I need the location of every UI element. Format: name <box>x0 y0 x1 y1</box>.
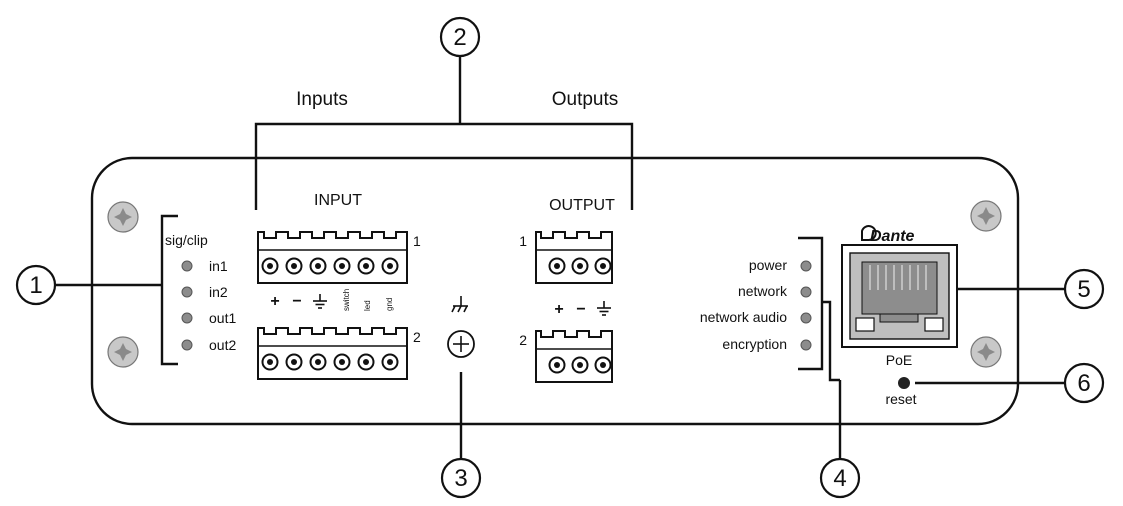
screw-icon <box>107 201 139 233</box>
input-connector-2 <box>257 327 408 380</box>
inputs-label: Inputs <box>296 89 348 110</box>
sig-led-in2: in2 <box>181 284 228 300</box>
status-led-network-audio: network audio <box>700 309 812 325</box>
reset-label: reset <box>885 391 916 407</box>
callout-6-number: 6 <box>1077 370 1090 397</box>
input-pin-plus: + <box>270 293 279 310</box>
dante-logo-text: Dante <box>870 228 915 245</box>
input-pin-switch: switch <box>342 289 351 311</box>
input-header: INPUT <box>314 192 362 209</box>
poe-label: PoE <box>886 352 912 368</box>
chassis-ground-icon <box>451 296 468 313</box>
status-led-encryption-label: encryption <box>722 336 787 352</box>
sig-led-out2: out2 <box>181 337 236 353</box>
input-pin-minus: − <box>292 293 301 310</box>
output-connector-1 <box>535 231 613 284</box>
callout-2-number: 2 <box>453 24 466 51</box>
callout-4-leader-elbow <box>822 300 840 382</box>
input-row-2-label: 2 <box>413 329 421 345</box>
outputs-label: Outputs <box>552 89 619 110</box>
output-header: OUTPUT <box>549 197 615 214</box>
callout-4-bracket <box>798 236 824 371</box>
screw-icon <box>970 336 1002 368</box>
reset-button[interactable] <box>898 377 910 389</box>
callout-5-number: 5 <box>1077 276 1090 303</box>
callout-1-bracket <box>160 214 178 366</box>
output-pin-minus: − <box>576 301 585 318</box>
sig-led-out2-label: out2 <box>209 337 236 353</box>
dante-logo: Dante <box>861 225 915 245</box>
status-led-power: power <box>749 257 812 273</box>
callout-4-number: 4 <box>833 465 846 492</box>
callout-4-circle <box>819 457 861 499</box>
sig-led-out1: out1 <box>181 310 236 326</box>
callout-2-bracket <box>254 122 634 210</box>
callout-3-number: 3 <box>454 465 467 492</box>
status-led-network-label: network <box>738 283 788 299</box>
callout-1-number: 1 <box>29 272 42 299</box>
sig-led-out1-label: out1 <box>209 310 236 326</box>
input-pin-gnd: gnd <box>385 298 394 311</box>
sig-led-in2-label: in2 <box>209 284 228 300</box>
ground-icon <box>597 301 611 316</box>
input-row-1-label: 1 <box>413 233 421 249</box>
sig-led-in1-label: in1 <box>209 258 228 274</box>
output-row-1-label: 1 <box>519 233 527 249</box>
output-connector-2 <box>535 330 613 383</box>
rj45-port-icon <box>841 244 958 348</box>
ground-screw-icon <box>447 330 475 358</box>
callout-5-circle <box>1063 268 1105 310</box>
status-led-power-label: power <box>749 257 787 273</box>
screw-icon <box>107 336 139 368</box>
status-led-network: network <box>738 283 812 299</box>
ground-icon <box>313 294 327 309</box>
output-row-2-label: 2 <box>519 332 527 348</box>
sig-led-in1: in1 <box>181 258 228 274</box>
screw-icon <box>970 200 1002 232</box>
status-led-network-audio-label: network audio <box>700 309 787 325</box>
status-led-encryption: encryption <box>722 336 812 352</box>
output-pin-plus: + <box>554 301 563 318</box>
input-pin-led: led <box>363 300 372 311</box>
callout-6-circle <box>1063 362 1105 404</box>
callout-3-circle <box>440 457 482 499</box>
input-connector-1 <box>257 231 408 284</box>
sig-clip-label: sig/clip <box>165 232 208 248</box>
